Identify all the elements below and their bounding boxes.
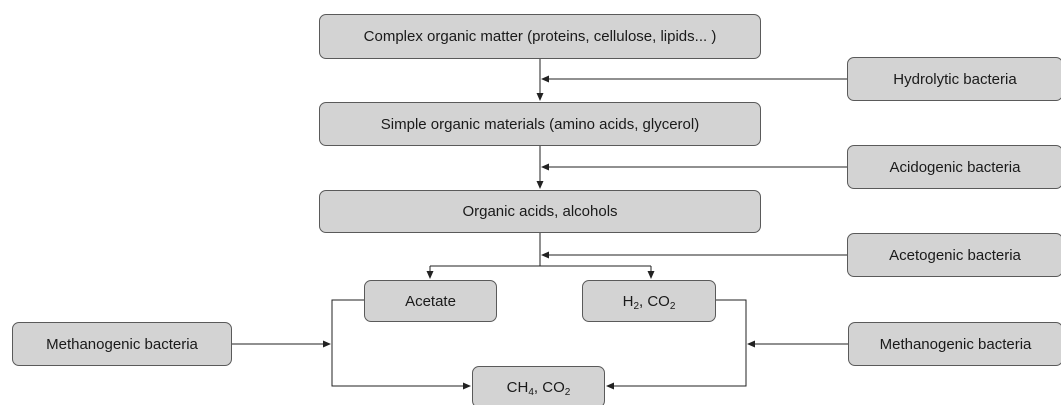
- agent-methanogenic-bacteria-left: Methanogenic bacteria: [12, 322, 232, 366]
- path-acetate-to-ch4: [331, 299, 471, 390]
- node-acetate: Acetate: [364, 280, 497, 322]
- agent-methanogenic-left-label: Methanogenic bacteria: [46, 335, 198, 353]
- node-acetate-label: Acetate: [405, 292, 456, 310]
- agent-acetogenic-bacteria: Acetogenic bacteria: [847, 233, 1061, 277]
- node-acids-label: Organic acids, alcohols: [462, 203, 618, 220]
- node-complex-label: Complex organic matter (proteins, cellul…: [363, 28, 717, 45]
- node-h2-co2: H2, CO2: [582, 280, 716, 322]
- node-complex-organic-matter: Complex organic matter (proteins, cellul…: [319, 14, 761, 59]
- node-simple-organic-materials: Simple organic materials (amino acids, g…: [319, 102, 761, 146]
- node-h2co2-label: H2, CO2: [622, 292, 676, 312]
- node-simple-label: Simple organic materials (amino acids, g…: [380, 115, 700, 133]
- agent-acidogenic-label: Acidogenic bacteria: [889, 158, 1021, 176]
- node-organic-acids-alcohols: Organic acids, alcohols: [319, 190, 761, 233]
- agent-acidogenic-bacteria: Acidogenic bacteria: [847, 145, 1061, 189]
- agent-methanogenic-right-label: Methanogenic bacteria: [879, 335, 1032, 353]
- path-h2co2-to-ch4: [606, 299, 747, 390]
- agent-hydrolytic-bacteria: Hydrolytic bacteria: [847, 57, 1061, 101]
- node-ch4-co2: CH4, CO2: [472, 366, 605, 405]
- agent-hydrolytic-label: Hydrolytic bacteria: [893, 70, 1017, 88]
- agent-methanogenic-bacteria-right: Methanogenic bacteria: [848, 322, 1061, 366]
- agent-acetogenic-label: Acetogenic bacteria: [889, 246, 1021, 264]
- node-ch4co2-label: CH4, CO2: [506, 378, 571, 398]
